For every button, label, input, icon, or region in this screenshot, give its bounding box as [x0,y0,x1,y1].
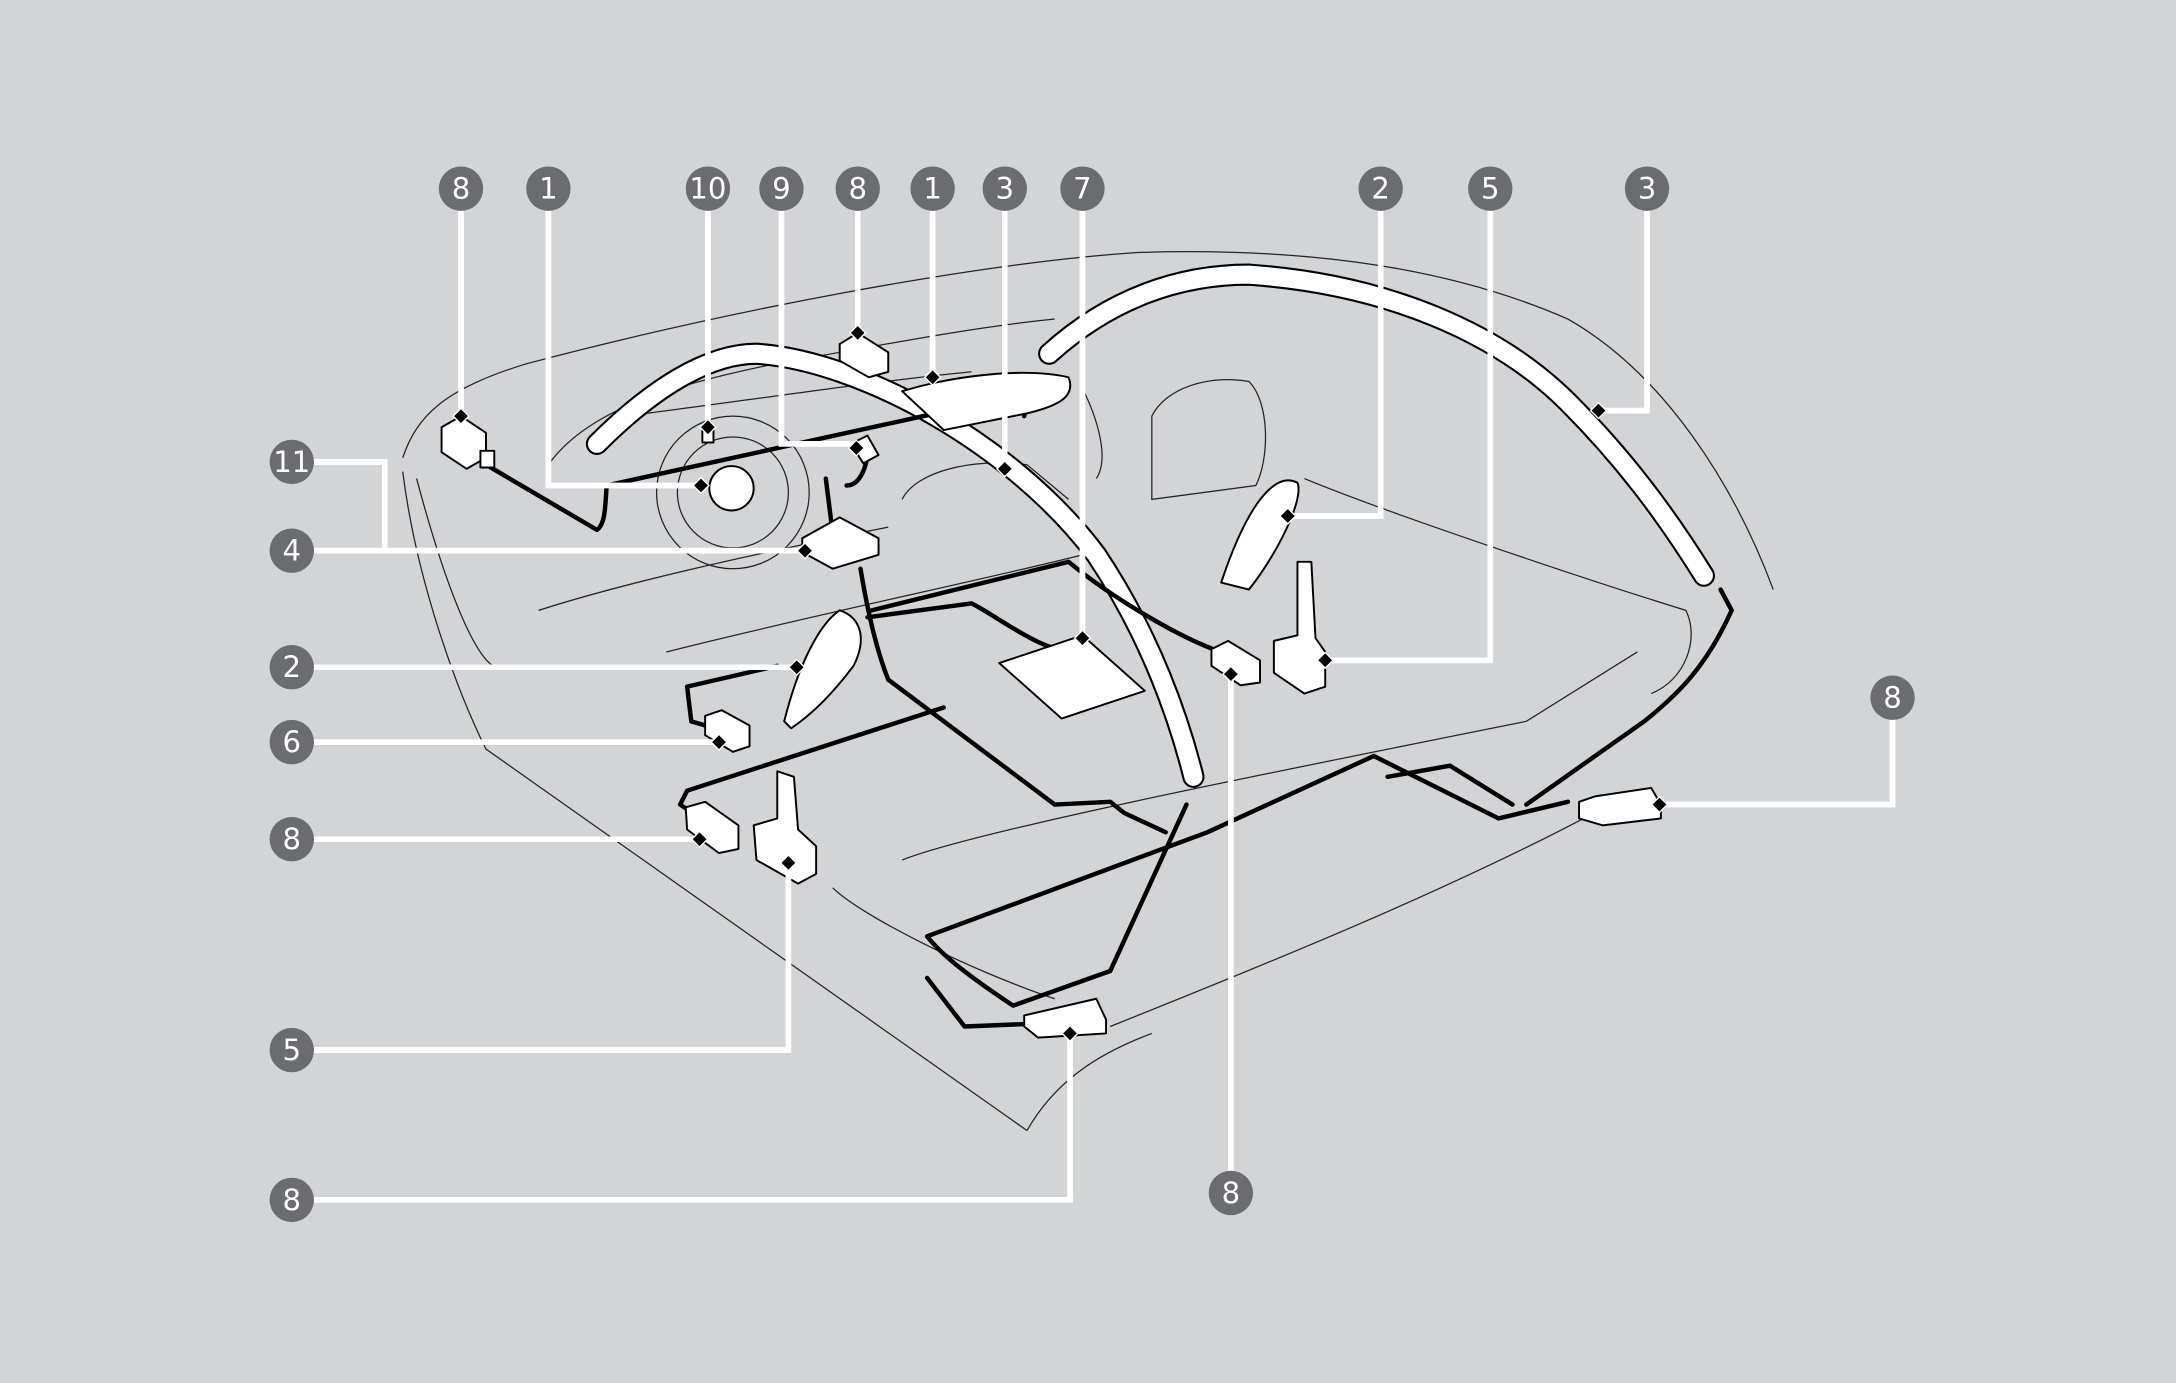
callout-4: 4 [269,528,314,573]
svg-text:2: 2 [1371,172,1390,206]
sensor-rear-right [1578,786,1662,827]
svg-text:8: 8 [452,172,471,206]
curtain-airbags [585,263,1715,788]
callout-10: 10 [685,166,731,211]
callout-6: 6 [269,719,314,765]
svg-text:8: 8 [848,172,867,206]
callout-5-left: 5 [269,1027,314,1073]
svg-text:5: 5 [1481,172,1500,206]
svg-text:8: 8 [283,1183,302,1217]
callout-8-top-center: 8 [835,166,880,211]
svg-text:6: 6 [283,725,302,759]
passenger-airbag-module [901,371,1072,431]
callout-8-right: 8 [1870,675,1915,720]
callout-3-left: 3 [982,166,1027,211]
sensor-left [684,800,740,855]
sensor-rear-center [1023,997,1108,1039]
side-airbag-left [783,609,862,730]
sensor-front-left [440,415,487,470]
svg-text:7: 7 [1073,172,1092,206]
driver-airbag-module [708,465,755,512]
svg-text:2: 2 [283,650,302,684]
callout-3-right: 3 [1624,166,1670,211]
car-outline [402,251,1774,1132]
svg-text:1: 1 [923,172,942,206]
callout-8-bottom-left: 8 [269,1177,314,1223]
callout-5-right: 5 [1468,166,1513,211]
srs-control-unit [801,516,880,570]
callout-2-right: 2 [1358,166,1403,211]
svg-text:3: 3 [996,172,1015,206]
svg-text:8: 8 [1222,1176,1241,1210]
svg-text:3: 3 [1638,172,1657,206]
seatbelt-pretensioner-right [1272,560,1327,695]
sensor-center [1210,639,1261,687]
callout-8-bottom-center: 8 [1208,1170,1254,1216]
side-airbag-right [1220,479,1300,591]
callout-1-top: 1 [526,166,571,211]
components [440,331,1662,1039]
svg-text:1: 1 [539,172,558,206]
seatbelt-pretensioner-left [752,770,818,885]
svg-text:9: 9 [772,172,791,206]
svg-text:8: 8 [1883,681,1902,715]
svg-text:8: 8 [283,822,302,856]
svg-text:5: 5 [283,1033,302,1067]
leader-lines [314,211,1893,1203]
callout-1-passenger: 1 [910,166,955,211]
wiring-harness [483,393,1734,1029]
svg-text:10: 10 [689,172,726,206]
callout-8-left: 8 [269,817,314,862]
callout-9: 9 [759,166,804,211]
callout-8-top-left: 8 [438,166,484,211]
svg-text:11: 11 [273,445,310,479]
sensor-connector [479,449,496,469]
part-6 [704,709,751,753]
callout-11: 11 [269,439,314,485]
callout-2-left: 2 [269,645,314,690]
occupant-sensor-7 [998,634,1146,720]
callout-7: 7 [1060,166,1105,211]
svg-text:4: 4 [283,534,302,568]
